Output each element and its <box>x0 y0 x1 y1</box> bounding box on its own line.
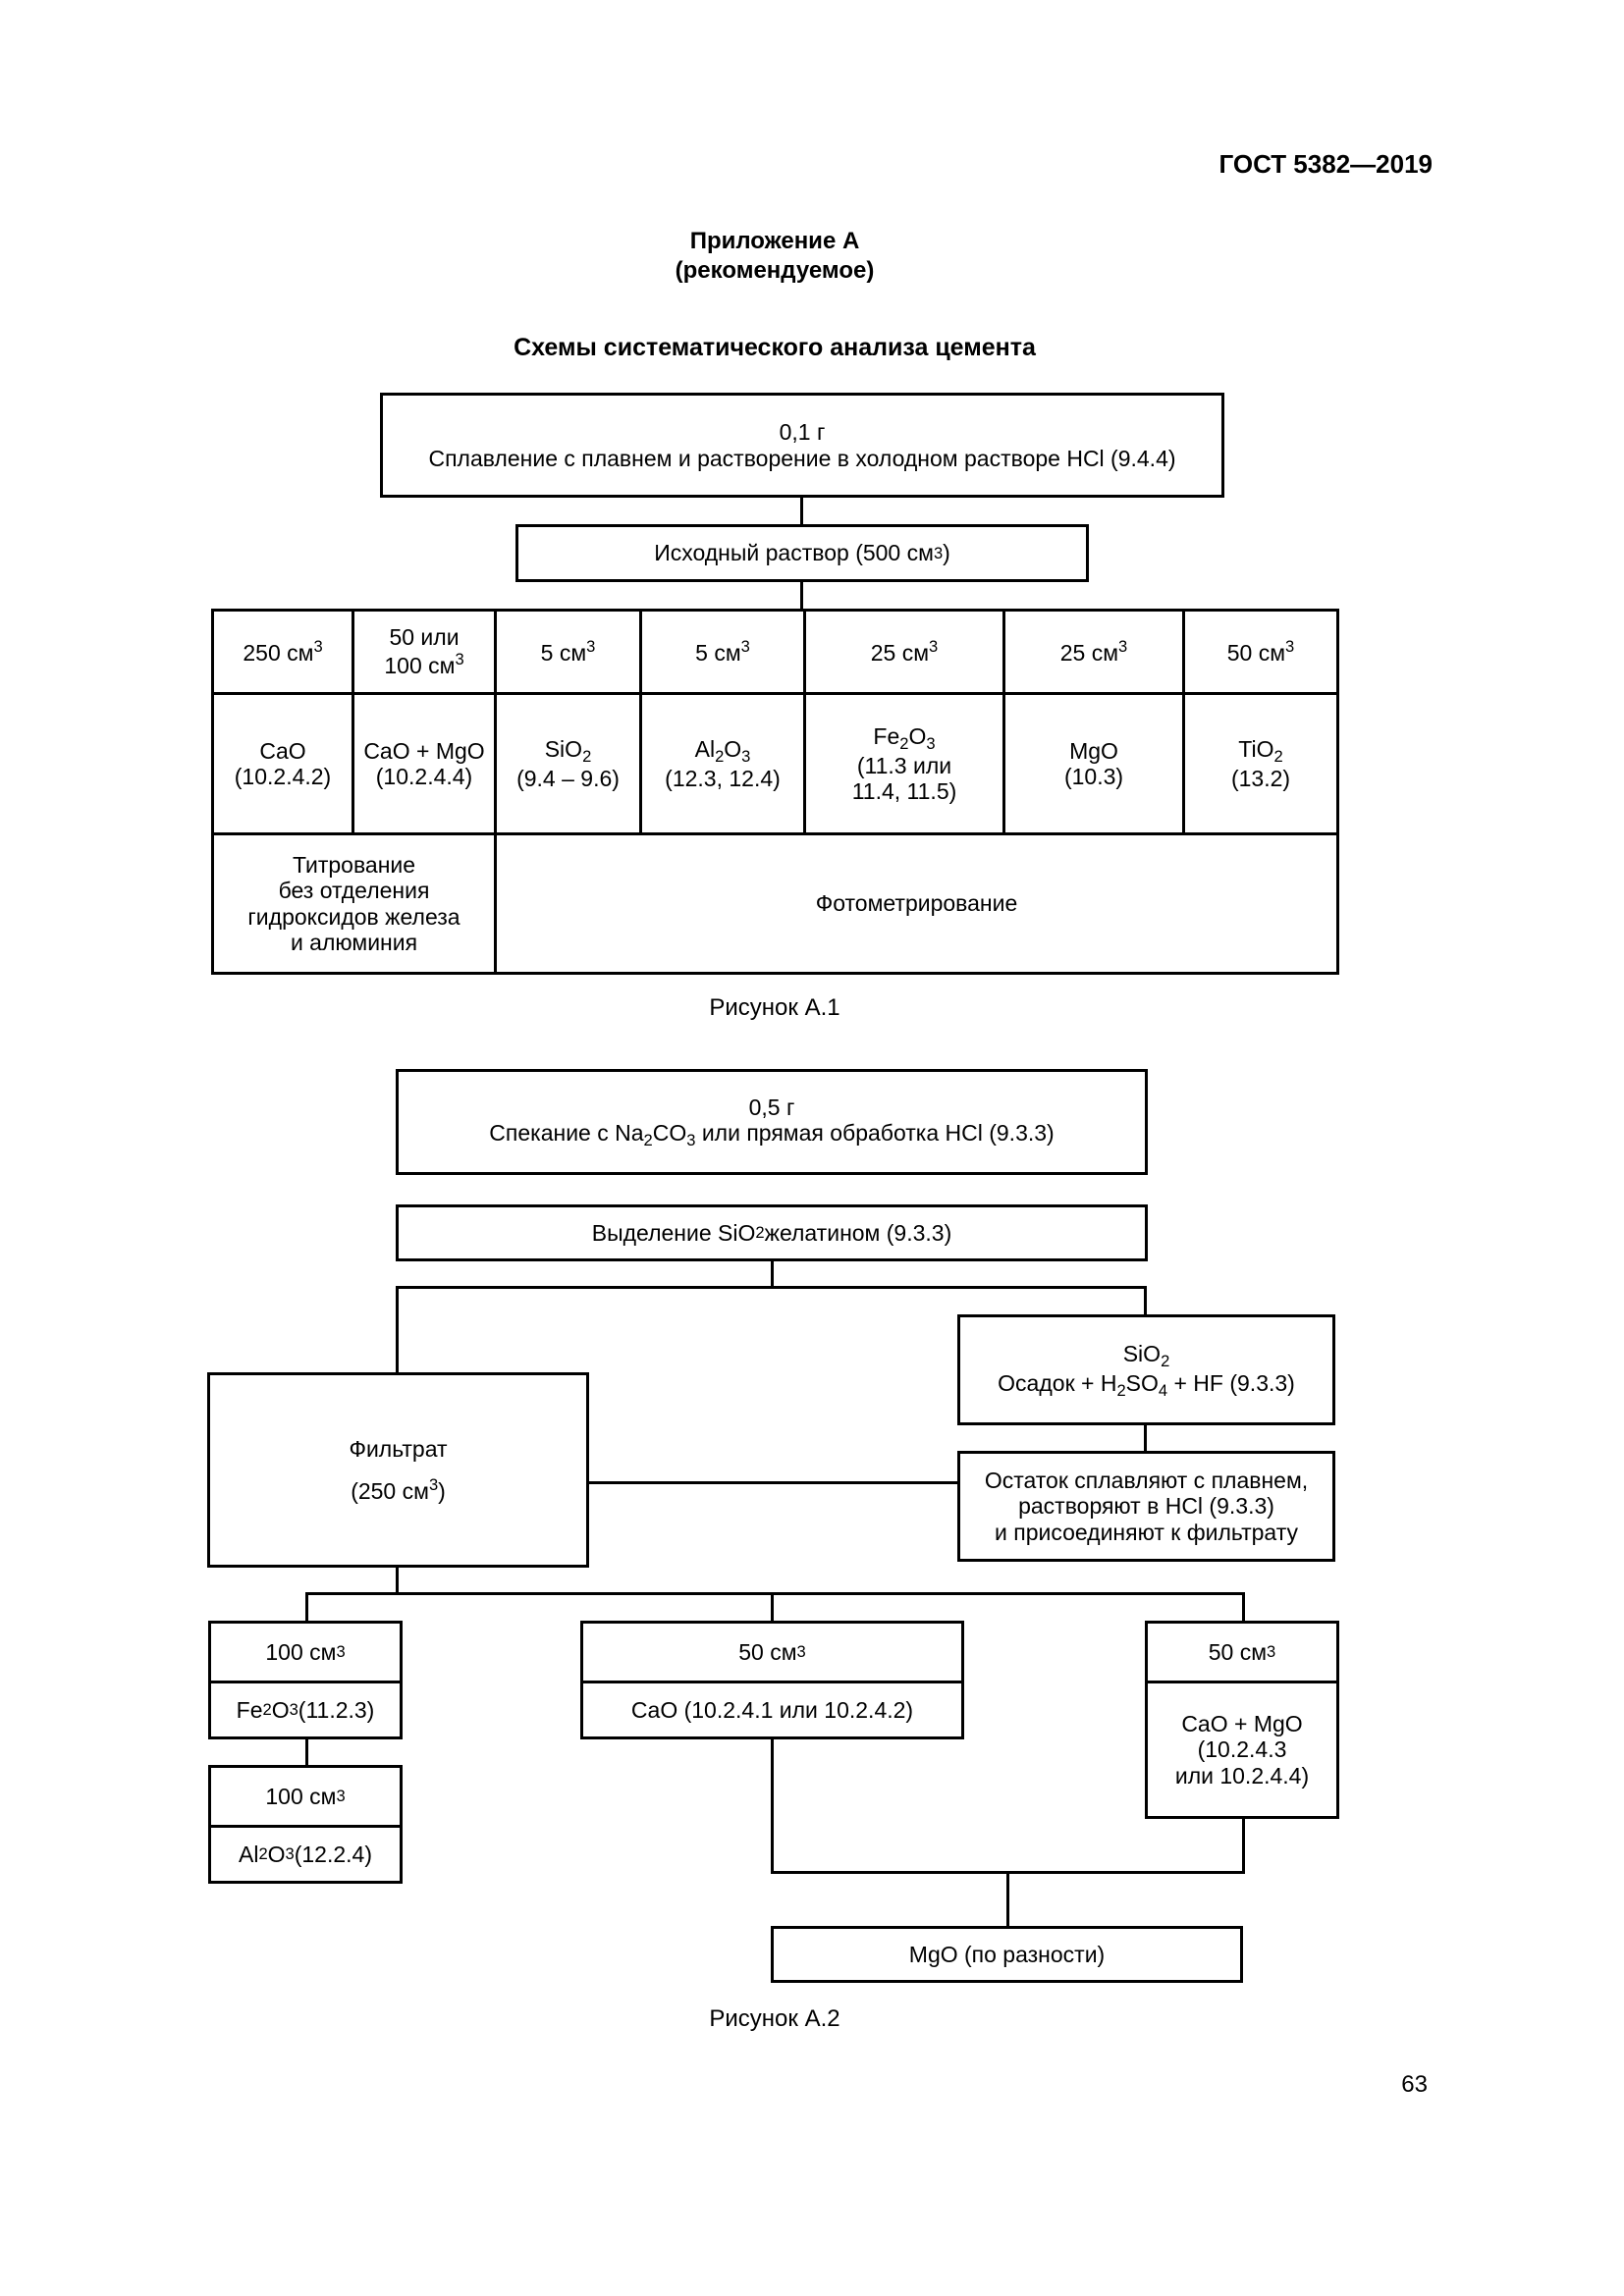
fig1-analyte-cell: CaO(10.2.4.2) <box>211 692 354 835</box>
fig2-connector <box>396 1568 399 1594</box>
fig1-caption: Рисунок А.1 <box>709 994 840 1021</box>
fig2-connector <box>305 1592 1245 1595</box>
fig1-solution-text: Исходный раствор (500 см <box>654 540 934 566</box>
fig1-volume-cell: 25 см3 <box>1002 609 1185 695</box>
fig1-analyte-cell: MgO(10.3) <box>1002 692 1185 835</box>
fig1-volume-cell: 50 см3 <box>1182 609 1339 695</box>
fig2-connector <box>396 1286 1147 1289</box>
appendix-title: Приложение А <box>689 228 860 254</box>
fig1-volume-cell: 250 см3 <box>211 609 354 695</box>
fig2-top-procedure: Спекание с Na2CO3 или прямая обработка H… <box>489 1120 1055 1150</box>
fig2-connector <box>305 1592 308 1622</box>
fig2-caption: Рисунок А.2 <box>709 2005 840 2032</box>
fig2-top-box: 0,5 г Спекание с Na2CO3 или прямая обраб… <box>396 1069 1148 1175</box>
fig1-top-procedure: Сплавление с плавнем и растворение в хол… <box>428 445 1176 471</box>
fig2-mgo-box: MgO (по разности) <box>771 1926 1243 1983</box>
fig2-connector <box>305 1739 308 1766</box>
fig2-connector <box>1144 1286 1147 1315</box>
fig1-photometry-cell: Фотометрирование <box>494 832 1339 975</box>
fig2-connector <box>1242 1819 1245 1874</box>
fig2-connector <box>1006 1871 1009 1927</box>
fig2-residue-box: Остаток сплавляют с плавнем, растворяют … <box>957 1451 1335 1562</box>
fig2-connector <box>771 1261 774 1288</box>
fig2-connector <box>771 1592 774 1622</box>
page-number: 63 <box>1401 2071 1428 2098</box>
document-code: ГОСТ 5382—2019 <box>1218 149 1433 179</box>
fig2-connector <box>1242 1592 1245 1622</box>
fig1-solution-sup: 3 <box>933 543 944 562</box>
fig1-volume-cell: 5 см3 <box>494 609 642 695</box>
fig2-top-mass: 0,5 г <box>748 1094 795 1120</box>
fig1-analyte-cell: TiO2(13.2) <box>1182 692 1339 835</box>
fig2-connector <box>589 1481 957 1484</box>
fig2-connector <box>771 1739 774 1874</box>
fig1-top-box: 0,1 г Сплавление с плавнем и растворение… <box>380 393 1224 498</box>
fig2-connector <box>1144 1425 1147 1452</box>
fig1-volume-cell: 5 см3 <box>639 609 806 695</box>
fig1-volume-cell: 25 см3 <box>803 609 1005 695</box>
fig1-analyte-cell: Al2O3(12.3, 12.4) <box>639 692 806 835</box>
appendix-subtitle: (рекомендуемое) <box>675 257 875 284</box>
section-title: Схемы систематического анализа цемента <box>514 334 1036 361</box>
fig1-solution-close: ) <box>943 540 950 566</box>
fig1-top-mass: 0,1 г <box>779 419 826 446</box>
fig2-filtrate-box: Фильтрат (250 см3) <box>207 1372 589 1568</box>
fig1-analyte-cell: SiO2(9.4 – 9.6) <box>494 692 642 835</box>
fig1-connector-2 <box>800 582 803 609</box>
fig1-analyte-cell: CaO + MgO(10.2.4.4) <box>352 692 497 835</box>
fig1-titration-cell: Титрование без отделения гидроксидов жел… <box>211 832 497 975</box>
fig1-connector-1 <box>800 498 803 524</box>
fig2-connector <box>396 1286 399 1373</box>
fig2-precipitate-box: SiO2 Осадок + H2SO4 + HF (9.3.3) <box>957 1314 1335 1425</box>
